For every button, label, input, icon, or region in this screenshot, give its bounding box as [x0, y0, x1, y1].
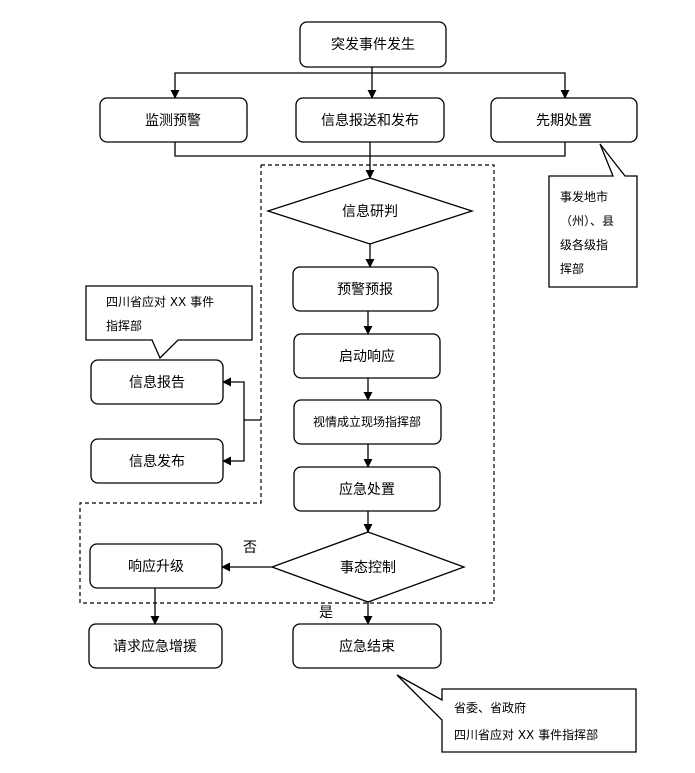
node-monitor-warning: 监测预警: [99, 97, 248, 143]
node-warning-forecast: 预警预报: [292, 266, 439, 312]
svg-text:信息研判: 信息研判: [342, 203, 398, 220]
node-emergency-end: 应急结束: [292, 623, 442, 669]
node-event-control: 事态控制: [270, 531, 466, 603]
node-info-judge: 信息研判: [265, 177, 475, 245]
response-scope-boundary: [79, 164, 495, 604]
svg-text:请求应急增援: 请求应急增援: [113, 638, 197, 655]
node-info-publish: 信息发布: [90, 438, 224, 484]
svg-text:事态控制: 事态控制: [340, 560, 396, 576]
edge-event-to-monitor: [170, 72, 372, 99]
svg-text:指挥部: 指挥部: [106, 318, 142, 333]
svg-text:启动响应: 启动响应: [339, 348, 395, 365]
callout-local-hq: 事发地市 （州）、县 级各级指 挥部: [548, 143, 638, 288]
svg-text:省委、省政府: 省委、省政府: [454, 700, 526, 715]
node-response-upgrade: 响应升级: [89, 543, 223, 589]
svg-text:应急结束: 应急结束: [339, 638, 395, 655]
svg-text:信息报送和发布: 信息报送和发布: [321, 112, 419, 129]
svg-text:响应升级: 响应升级: [128, 558, 184, 575]
svg-text:四川省应对 XX 事件指挥部: 四川省应对 XX 事件指挥部: [454, 727, 598, 742]
svg-text:监测预警: 监测预警: [145, 113, 201, 129]
node-emergency-disposal: 应急处置: [293, 466, 441, 512]
node-info-report-publish: 信息报送和发布: [295, 97, 445, 143]
node-early-disposal: 先期处置: [490, 97, 638, 143]
node-request-reinforcement: 请求应急增援: [88, 623, 223, 669]
svg-text:应急处置: 应急处置: [339, 481, 395, 498]
svg-text:（州）、县: （州）、县: [560, 214, 614, 228]
edge-to-info-publish: [222, 420, 245, 466]
svg-text:事发地市: 事发地市: [560, 189, 608, 204]
svg-text:四川省应对 XX 事件: 四川省应对 XX 事件: [106, 294, 214, 309]
label-no: 否: [243, 540, 257, 556]
svg-text:挥部: 挥部: [560, 261, 584, 276]
node-info-report: 信息报告: [90, 359, 224, 405]
node-event-occurs: 突发事件发生: [299, 21, 447, 68]
svg-text:先期处置: 先期处置: [536, 113, 592, 129]
edge-event-to-early: [372, 72, 570, 99]
edge-to-info-report: [222, 377, 261, 421]
svg-text:预警预报: 预警预报: [337, 282, 393, 298]
svg-text:信息报告: 信息报告: [129, 374, 185, 391]
svg-text:级各级指: 级各级指: [560, 237, 608, 252]
svg-text:突发事件发生: 突发事件发生: [331, 37, 415, 53]
callout-province-hq: 四川省应对 XX 事件 指挥部: [85, 285, 253, 360]
svg-text:视情成立现场指挥部: 视情成立现场指挥部: [313, 414, 421, 429]
label-yes: 是: [319, 605, 333, 621]
svg-text:信息发布: 信息发布: [129, 453, 185, 470]
node-start-response: 启动响应: [293, 333, 441, 379]
callout-end-hq: 省委、省政府 四川省应对 XX 事件指挥部: [396, 674, 637, 753]
node-field-hq: 视情成立现场指挥部: [293, 399, 442, 445]
connectors: [150, 67, 570, 625]
